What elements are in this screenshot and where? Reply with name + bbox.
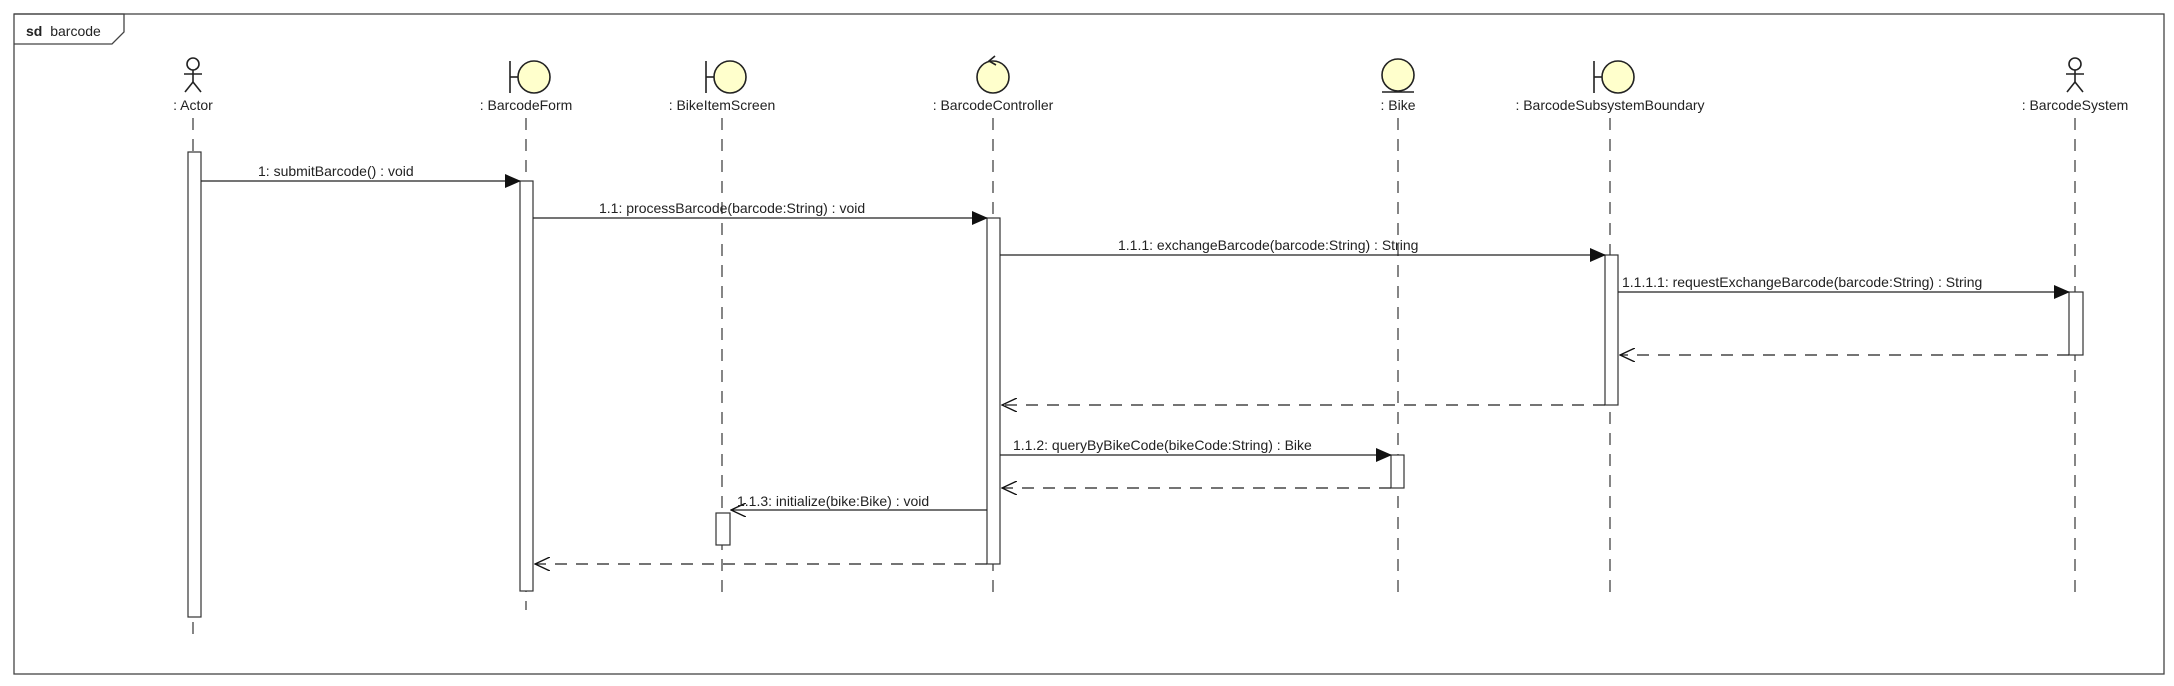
frame-title: sd barcode [26,23,101,39]
actor-icon [184,57,202,93]
lifeline-label-barcode-form: : BarcodeForm [480,97,573,113]
frame-border [13,13,2165,675]
frame-name: barcode [50,23,101,39]
lifeline-label-barcode-subsystem-boundary: : BarcodeSubsystemBoundary [1515,97,1704,113]
lifeline-label-actor: : Actor [173,97,213,113]
activation-barcode-system [2068,291,2084,356]
lifeline-label-barcode-system: : BarcodeSystem [2022,97,2129,113]
boundary-icon [1593,60,1635,94]
activation-bike-item-screen [715,512,731,546]
boundary-icon [509,60,551,94]
message-label: 1.1.1.1: requestExchangeBarcode(barcode:… [1622,274,1982,290]
entity-icon [1381,58,1415,93]
activation-bike [1390,454,1405,489]
frame-tab [14,13,125,45]
lifeline-label-barcode-controller: : BarcodeController [933,97,1054,113]
message-label: 1.1: processBarcode(barcode:String) : vo… [599,200,865,216]
actor-icon [2066,57,2084,93]
message-label: 1.1.2: queryByBikeCode(bikeCode:String) … [1013,437,1312,453]
activation-actor [187,151,202,618]
activation-barcode-controller [986,217,1001,565]
message-label: 1.1.1: exchangeBarcode(barcode:String) :… [1118,237,1418,253]
frame-keyword: sd [26,23,42,39]
message-label: 1.1.3: initialize(bike:Bike) : void [737,493,929,509]
activation-barcode-form [519,180,534,592]
message-label: 1: submitBarcode() : void [258,163,414,179]
control-icon [976,55,1010,94]
lifeline-label-bike: : Bike [1380,97,1415,113]
lifeline-label-bike-item-screen: : BikeItemScreen [669,97,776,113]
activation-barcode-subsystem-boundary [1604,254,1619,406]
boundary-icon [705,60,747,94]
